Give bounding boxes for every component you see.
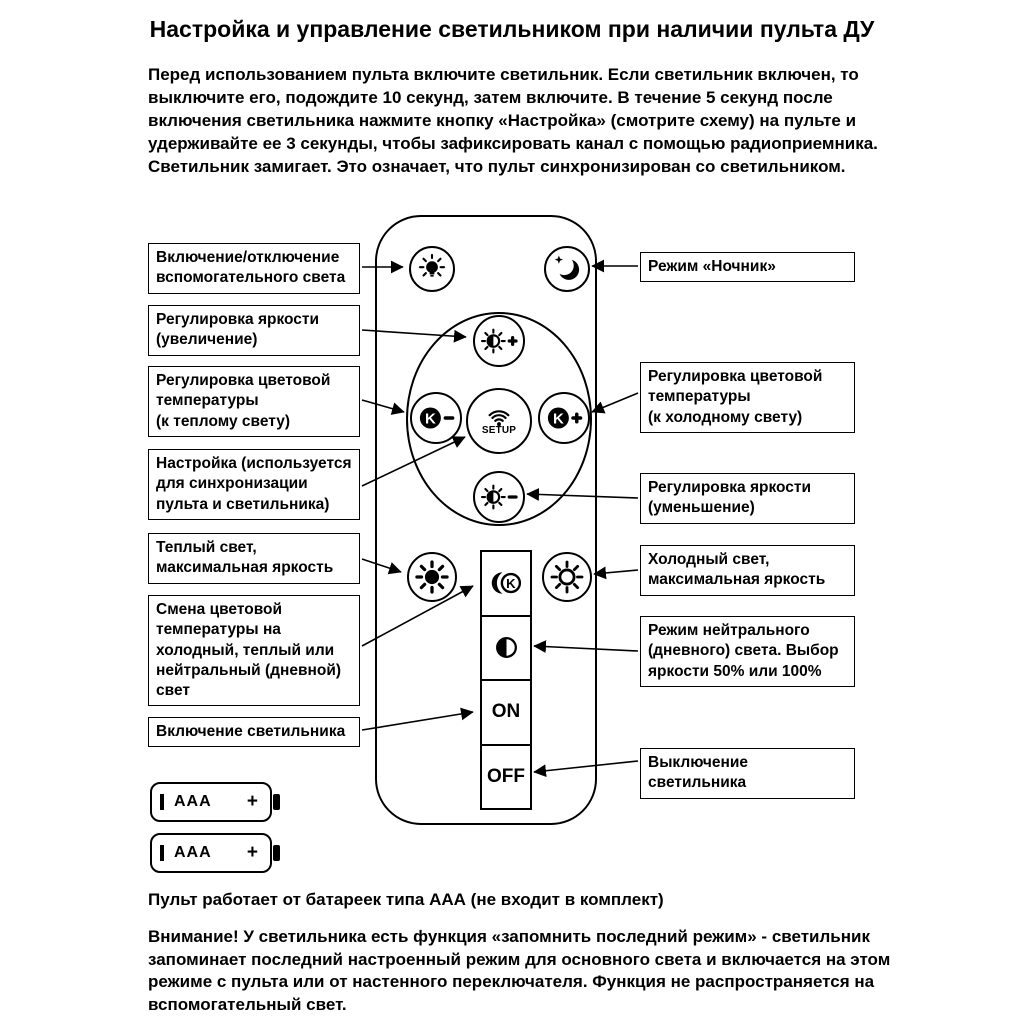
neutral-mode-button (482, 614, 530, 680)
k-plus-icon: K (547, 407, 583, 429)
callout-neutral-mode: Режим нейтрального (дневного) света. Выб… (640, 616, 855, 687)
night-mode-button (544, 246, 590, 292)
battery-minus-terminal (160, 845, 164, 861)
callout-night-mode: Режим «Ночник» (640, 252, 855, 283)
color-cycle-button: K (482, 552, 530, 615)
k-letter: K (506, 576, 516, 591)
battery-aaa: AAA + (150, 782, 280, 822)
setup-button: SETUP (466, 388, 532, 454)
battery-label: AAA (174, 844, 212, 861)
battery-aaa: AAA + (150, 833, 280, 873)
brightness-down-button (473, 471, 525, 523)
on-button: ON (482, 679, 530, 744)
callout-on: Включение светильника (148, 717, 360, 748)
callout-setup: Настройка (используется для синхронизаци… (148, 449, 360, 520)
callout-warm-temperature: Регулировка цветовой температуры (к тепл… (148, 366, 360, 437)
cold-max-brightness-button (542, 552, 592, 602)
warning-paragraph: Внимание! У светильника есть функция «за… (148, 927, 891, 1014)
sun-filled-icon (415, 560, 449, 594)
star-icon (554, 255, 563, 264)
wifi-icon (488, 410, 510, 427)
warm-temperature-button: K (410, 392, 462, 444)
battery-minus-terminal (160, 794, 164, 810)
plus-icon (571, 412, 583, 424)
cold-temperature-button: K (538, 392, 590, 444)
k-minus-icon: K (419, 407, 455, 429)
setup-label: SETUP (481, 425, 517, 436)
battery-note: Пульт работает от батареек типа ААА (не … (148, 890, 664, 909)
battery-plus-sign: + (246, 791, 258, 812)
battery-label: AAA (174, 793, 212, 810)
callout-cold-max: Холодный свет, максимальная яркость (640, 545, 855, 596)
callout-warm-max: Теплый свет, максимальная яркость (148, 533, 360, 584)
aux-light-button (409, 246, 455, 292)
remote-control-diagram: K SETUP K (375, 215, 597, 825)
plus-icon (507, 336, 518, 346)
moon-icon (554, 255, 580, 280)
sun-plus-icon (480, 328, 518, 354)
sun-outline-icon (550, 560, 584, 594)
callout-brightness-down: Регулировка яркости (уменьшение) (640, 473, 855, 524)
half-filled-circle-icon (495, 637, 517, 659)
callout-color-cycle: Смена цветовой температуры на холодный, … (148, 595, 360, 707)
control-ring (406, 312, 592, 526)
callout-aux-light: Включение/отключение вспомогательного св… (148, 243, 360, 294)
warm-max-brightness-button (407, 552, 457, 602)
crescent-k-icon: K (491, 572, 521, 594)
off-button: OFF (482, 743, 530, 809)
battery-plus-sign: + (246, 842, 258, 863)
intro-paragraph: Перед использованием пульта включите све… (148, 65, 878, 177)
callout-off: Выключение светильника (640, 748, 855, 799)
page-title: Настройка и управление светильником при … (149, 16, 875, 42)
k-letter: K (425, 410, 436, 427)
button-column: K ON OFF (480, 550, 532, 810)
callout-brightness-up: Регулировка яркости (увеличение) (148, 305, 360, 356)
callout-cold-temperature: Регулировка цветовой температуры (к холо… (640, 362, 855, 433)
sun-minus-icon (480, 484, 518, 510)
battery-positive-terminal (273, 794, 280, 810)
bulb-icon (418, 254, 446, 277)
k-letter: K (553, 410, 564, 427)
battery-positive-terminal (273, 845, 280, 861)
brightness-up-button (473, 315, 525, 367)
